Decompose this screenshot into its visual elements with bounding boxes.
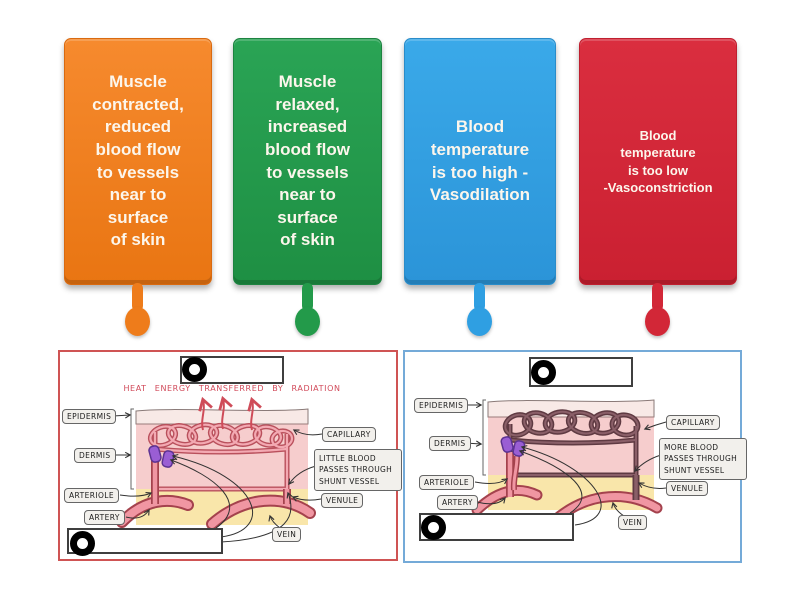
card-vasodilation[interactable]: Blood temperature is too high - Vasodila…: [404, 38, 556, 285]
note-shunt-vessel: MORE BLOOD PASSES THROUGH SHUNT VESSEL: [659, 438, 747, 480]
label-vein: VEIN: [618, 515, 648, 530]
card-pin-stem: [132, 283, 143, 311]
label-epidermis: EPIDERMIS: [414, 398, 469, 413]
card-muscle-relaxed[interactable]: Muscle relaxed, increased blood flow to …: [233, 38, 382, 285]
label-capillary: CAPILLARY: [322, 427, 376, 442]
label-epidermis: EPIDERMIS: [62, 409, 117, 424]
label-venule: VENULE: [666, 481, 709, 496]
card-vasoconstriction[interactable]: Blood temperature is too low -Vasoconstr…: [579, 38, 737, 285]
label-arteriole: ARTERIOLE: [419, 475, 474, 490]
card-pin-dot[interactable]: [467, 307, 492, 336]
card-pin-stem: [302, 283, 313, 311]
card-label: Muscle relaxed, increased blood flow to …: [265, 72, 350, 250]
note-shunt-vessel: LITTLE BLOOD PASSES THROUGH SHUNT VESSEL: [314, 449, 402, 491]
answer-pin-top-right[interactable]: [531, 360, 556, 385]
card-muscle-contracted[interactable]: Muscle contracted, reduced blood flow to…: [64, 38, 212, 285]
card-pin-stem: [474, 283, 485, 311]
card-pin-stem: [652, 283, 663, 311]
card-pin-dot[interactable]: [295, 307, 320, 336]
label-artery: ARTERY: [84, 510, 125, 525]
label-venule: VENULE: [321, 493, 364, 508]
card-pin-dot[interactable]: [125, 307, 150, 336]
label-dermis: DERMIS: [74, 448, 116, 463]
card-label: Blood temperature is too low -Vasoconstr…: [603, 127, 713, 195]
card-pin-dot[interactable]: [645, 307, 670, 336]
label-vein: VEIN: [272, 527, 302, 542]
skin-cross-section-illustration: [464, 399, 667, 526]
skin-cross-section-illustration: [112, 395, 323, 543]
label-artery: ARTERY: [437, 495, 478, 510]
answer-pin-bottom-left[interactable]: [70, 531, 95, 556]
card-label: Muscle contracted, reduced blood flow to…: [92, 72, 184, 250]
label-arteriole: ARTERIOLE: [64, 488, 119, 503]
card-label: Blood temperature is too high - Vasodila…: [429, 117, 531, 205]
label-capillary: CAPILLARY: [666, 415, 720, 430]
heat-radiation-caption: HEAT ENERGY TRANSFERRED BY RADIATION: [123, 384, 341, 393]
diagram-panel-left: HEAT ENERGY TRANSFERRED BY RADIATION EPI…: [58, 350, 402, 561]
label-dermis: DERMIS: [429, 436, 471, 451]
answer-pin-bottom-right[interactable]: [421, 515, 446, 540]
answer-pin-top-left[interactable]: [182, 357, 207, 382]
diagram-panel-right: EPIDERMIS DERMIS ARTERIOLE ARTERY CAPILL…: [403, 350, 747, 563]
